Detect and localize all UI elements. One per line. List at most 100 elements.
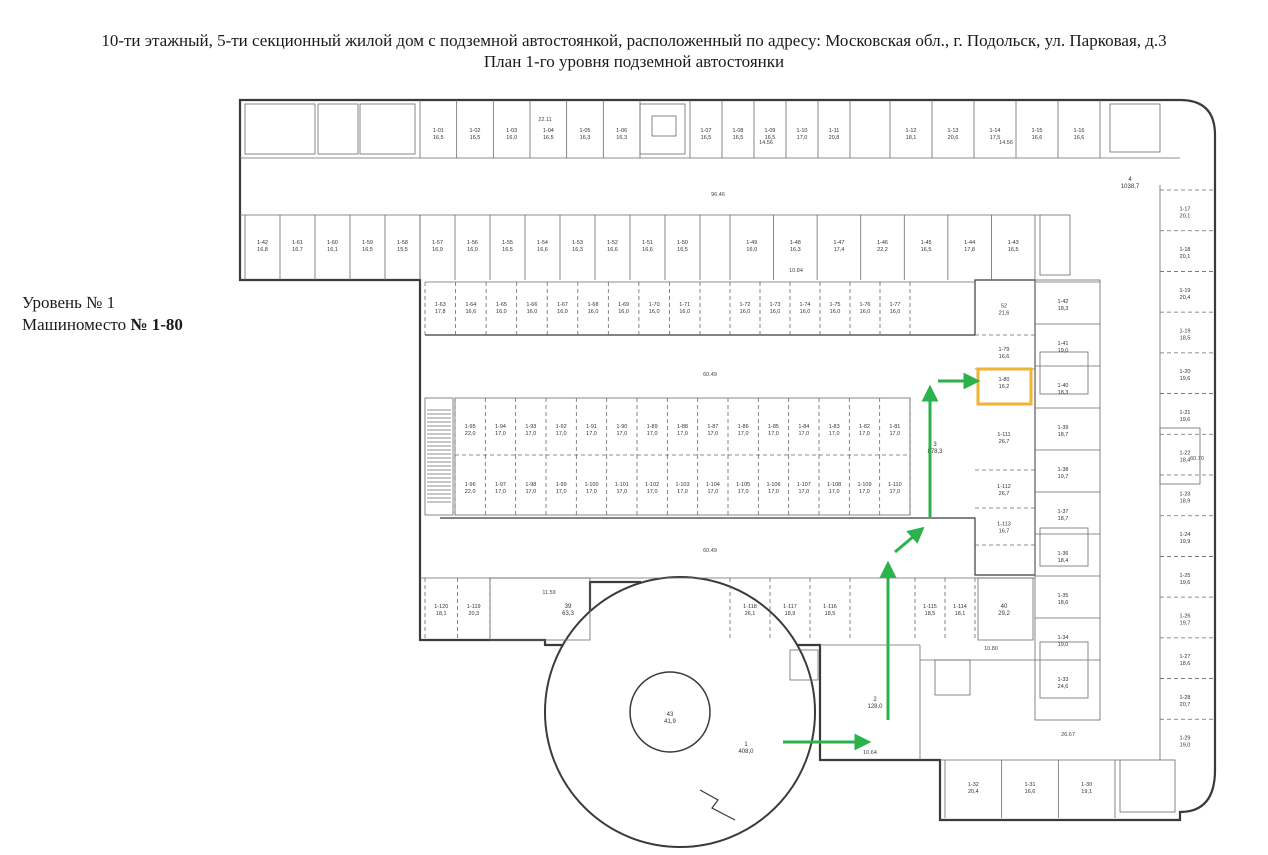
far-right-space-number: 1-26 xyxy=(1179,614,1190,620)
mid-lower-space-number: 1-99 xyxy=(556,482,567,488)
bottom-right-space-number: 1-30 xyxy=(1081,782,1092,788)
third-row-space-area: 16,0 xyxy=(618,309,629,315)
second-row-space-area: 16,0 xyxy=(467,247,478,253)
third-row-space-number: 1-64 xyxy=(465,302,476,308)
mid-upper-space-number: 1-82 xyxy=(859,424,870,430)
top-row-space-area: 17,5 xyxy=(990,135,1001,141)
right-inner-space-area: 16,6 xyxy=(999,354,1010,360)
bottom-right-space-area: 16,6 xyxy=(1025,789,1036,795)
core-43-area: 41,9 xyxy=(664,719,676,725)
utility-room xyxy=(359,103,416,155)
right-column-space-number: 1-33 xyxy=(1057,677,1068,683)
bottom-row-space-area: 18,1 xyxy=(955,611,966,617)
bottom-right-space-area: 20,4 xyxy=(968,789,979,795)
far-right-space-area: 20,7 xyxy=(1180,702,1191,708)
top-row-space-number: 1-04 xyxy=(543,128,554,134)
far-right-space-number: 1-29 xyxy=(1179,736,1190,742)
mid-lower-space-area: 17,0 xyxy=(677,489,688,495)
route-arrowhead-1 xyxy=(854,733,872,751)
far-right-space-area: 20,1 xyxy=(1180,254,1191,260)
highlighted-parking-space[interactable] xyxy=(976,367,1033,406)
right-column-space-number: 1-37 xyxy=(1057,509,1068,515)
mid-upper-space-number: 1-84 xyxy=(798,424,809,430)
right-inner-space-area: 26,7 xyxy=(999,439,1010,445)
dimension-label: 11.59 xyxy=(542,590,555,596)
mid-lower-space-area: 17,0 xyxy=(495,489,506,495)
second-row-space-area: 17,4 xyxy=(834,247,845,253)
right-column-space-number: 1-38 xyxy=(1057,467,1068,473)
second-row-space-area: 16,5 xyxy=(502,247,513,253)
far-right-space-area: 18,6 xyxy=(1180,661,1191,667)
mid-lower-space-area: 17,0 xyxy=(556,489,567,495)
right-inner-space-area: 26,7 xyxy=(999,491,1010,497)
third-row-space-area: 16,0 xyxy=(740,309,751,315)
third-row-space-number: 1-74 xyxy=(799,302,810,308)
third-row-space-number: 1-73 xyxy=(769,302,780,308)
ramp-area: 408,0 xyxy=(738,749,754,755)
middle-parking-block xyxy=(454,397,911,516)
dimension-label: 14.56 xyxy=(999,140,1013,146)
stair-room xyxy=(1109,103,1161,153)
mid-upper-space-number: 1-85 xyxy=(768,424,779,430)
top-row-space-area: 16,3 xyxy=(580,135,591,141)
mid-lower-space-number: 1-103 xyxy=(675,482,689,488)
top-row-space-area: 17,0 xyxy=(797,135,808,141)
second-row-space-area: 16,5 xyxy=(921,247,932,253)
top-row-space-area: 16,5 xyxy=(433,135,444,141)
right-inner-space-number: 1-79 xyxy=(998,347,1009,353)
second-row-space-number: 1-52 xyxy=(607,240,618,246)
right-column-space-area: 18,7 xyxy=(1058,432,1069,438)
top-row-space-area: 16,3 xyxy=(616,135,627,141)
top-row-space-area: 16,6 xyxy=(1032,135,1043,141)
third-row-space-number: 1-77 xyxy=(889,302,900,308)
second-row-space-number: 1-50 xyxy=(677,240,688,246)
place-prefix: Машиноместо xyxy=(22,315,131,334)
core-43-label: 43 xyxy=(667,712,674,718)
top-row-space-number: 1-16 xyxy=(1073,128,1084,134)
second-row-space-area: 16,7 xyxy=(292,247,303,253)
top-row-space-number: 1-08 xyxy=(732,128,743,134)
thin-lines xyxy=(240,100,1215,818)
right-column-space-area: 18,3 xyxy=(1058,390,1069,396)
third-row-space-area: 16,0 xyxy=(890,309,901,315)
ramp-label: 1 xyxy=(744,742,748,748)
elevator-room xyxy=(1039,641,1089,699)
mid-upper-space-area: 17,0 xyxy=(768,431,779,437)
second-row-space-area: 16,3 xyxy=(790,247,801,253)
route-arrowhead-5 xyxy=(963,372,981,390)
top-row-space-number: 1-09 xyxy=(764,128,775,134)
right-column-space-area: 19,0 xyxy=(1058,348,1069,354)
second-row-space-number: 1-43 xyxy=(1008,240,1019,246)
far-right-space-number: 1-28 xyxy=(1179,695,1190,701)
place-number: № 1-80 xyxy=(130,315,183,334)
route-arrowhead-2 xyxy=(879,560,897,578)
far-right-space-area: 19,6 xyxy=(1180,417,1191,423)
mid-upper-space-area: 22,0 xyxy=(465,431,476,437)
second-row-space-area: 17,8 xyxy=(964,247,975,253)
mid-upper-space-area: 17,0 xyxy=(586,431,597,437)
mid-lower-space-number: 1-98 xyxy=(525,482,536,488)
right-inner-space-number: 52 xyxy=(1001,304,1007,310)
title-line-1: 10-ти этажный, 5-ти секционный жилой дом… xyxy=(101,31,1167,50)
top-row-space-number: 1-05 xyxy=(579,128,590,134)
second-row-space-area: 22,2 xyxy=(877,247,888,253)
far-right-space-number: 1-25 xyxy=(1179,573,1190,579)
mid-lower-space-area: 17,0 xyxy=(829,489,840,495)
mid-upper-space-number: 1-94 xyxy=(495,424,506,430)
mid-lower-space-number: 1-110 xyxy=(888,482,902,488)
right-column-space-number: 1-36 xyxy=(1057,551,1068,557)
third-row-space-number: 1-76 xyxy=(859,302,870,308)
right-inner-space-number: 1-111 xyxy=(997,432,1010,438)
top-row-space-number: 1-01 xyxy=(433,128,444,134)
top-row-space-area: 16,6 xyxy=(1074,135,1085,141)
mid-upper-space-number: 1-88 xyxy=(677,424,688,430)
mid-lower-space-number: 1-107 xyxy=(797,482,811,488)
mid-upper-space-area: 17,0 xyxy=(707,431,718,437)
mid-lower-space-area: 17,0 xyxy=(738,489,749,495)
third-row-space-number: 1-63 xyxy=(435,302,446,308)
top-row-space-number: 1-02 xyxy=(469,128,480,134)
second-row-space-area: 16,6 xyxy=(537,247,548,253)
bottom-right-space-area: 19,1 xyxy=(1081,789,1092,795)
far-right-space-area: 20,4 xyxy=(1180,295,1191,301)
mid-upper-space-number: 1-89 xyxy=(647,424,658,430)
